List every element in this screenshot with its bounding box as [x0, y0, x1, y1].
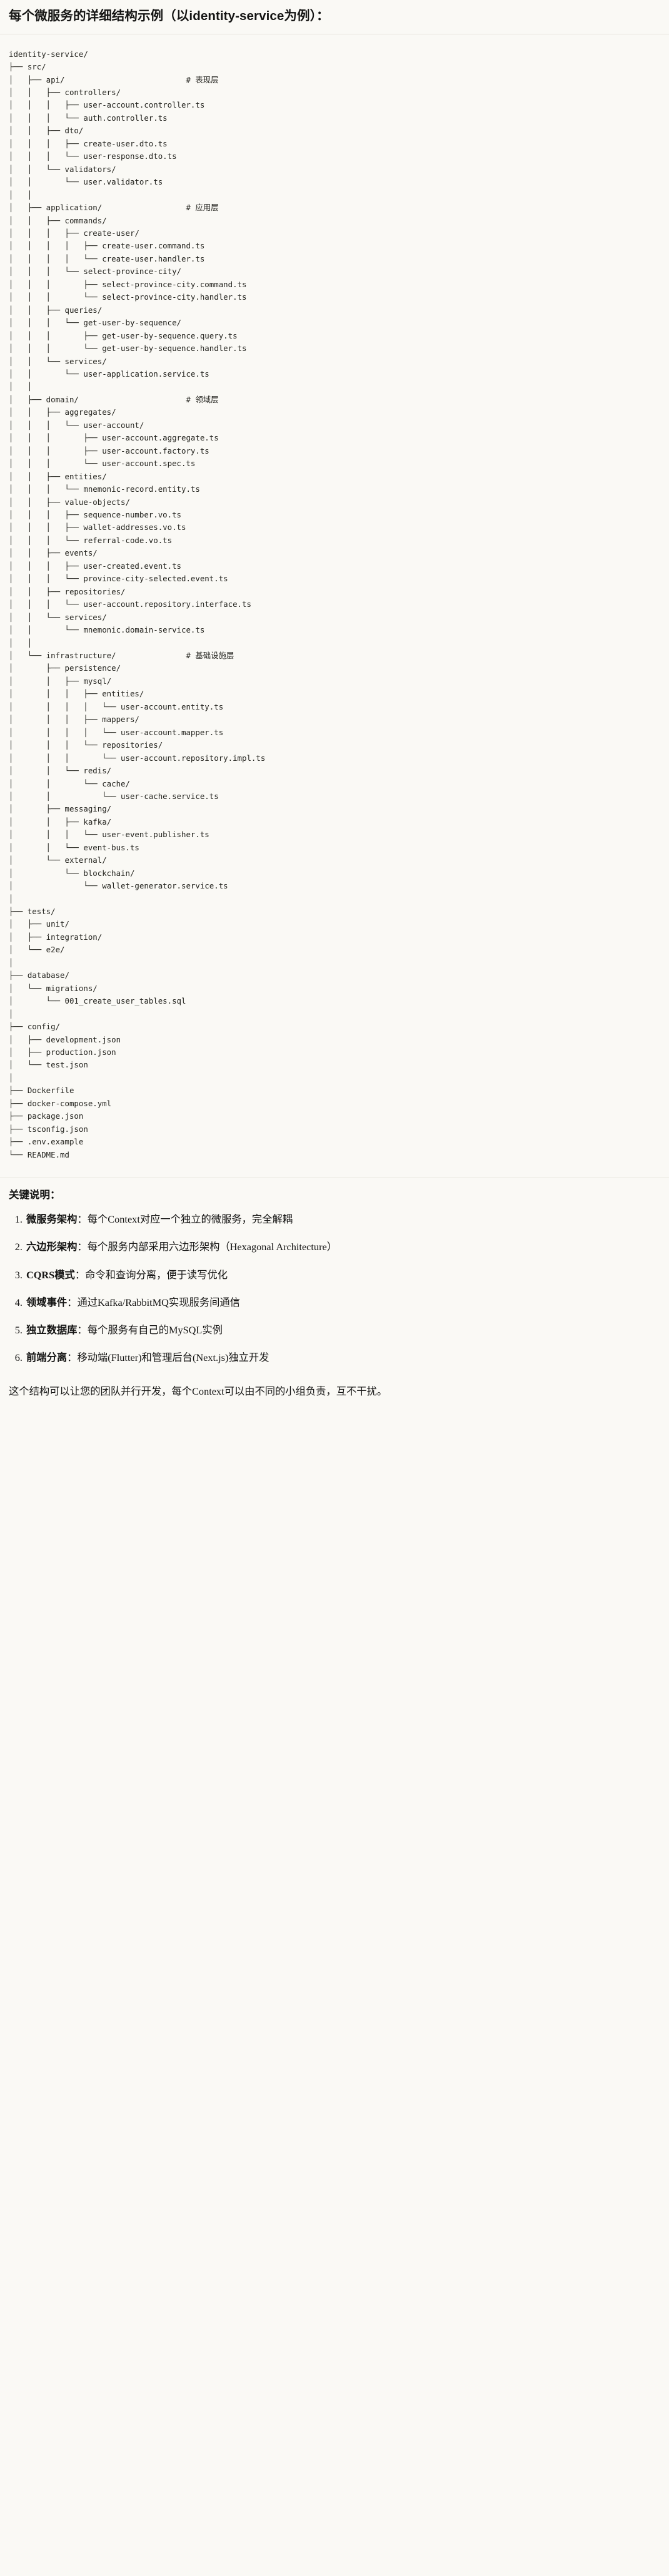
key-note-body: 移动端(Flutter)和管理后台(Next.js)独立开发: [77, 1352, 269, 1364]
closing-paragraph: 这个结构可以让您的团队并行开发，每个Context可以由不同的小组负责，互不干扰…: [9, 1385, 388, 1397]
page-title: 每个微服务的详细结构示例（以identity-service为例）：: [9, 9, 329, 23]
key-note-separator: ：: [77, 1213, 88, 1226]
key-notes-section: 关键说明： 微服务架构：每个Context对应一个独立的微服务，完全解耦六边形架…: [0, 1178, 669, 1372]
key-note-separator: ：: [77, 1241, 88, 1253]
key-note-body: 命令和查询分离，便于读写优化: [85, 1268, 228, 1281]
key-note-separator: ：: [67, 1296, 78, 1308]
key-note-term: 独立数据库: [26, 1324, 78, 1336]
key-note-body: 每个服务有自己的MySQL实例: [87, 1324, 223, 1336]
key-note-term: 前端分离: [26, 1352, 68, 1364]
key-note-term: CQRS模式: [26, 1268, 75, 1281]
key-note-term: 六边形架构: [26, 1241, 78, 1253]
document-page: 每个微服务的详细结构示例（以identity-service为例）： ident…: [0, 0, 669, 1410]
key-notes-list: 微服务架构：每个Context对应一个独立的微服务，完全解耦六边形架构：每个服务…: [9, 1211, 660, 1366]
key-note-body: 每个Context对应一个独立的微服务，完全解耦: [87, 1213, 293, 1226]
key-note-term: 领域事件: [26, 1296, 68, 1308]
key-note-item: 六边形架构：每个服务内部采用六边形架构（Hexagonal Architectu…: [25, 1239, 660, 1255]
key-note-item: CQRS模式：命令和查询分离，便于读写优化: [25, 1267, 660, 1283]
key-note-separator: ：: [74, 1268, 86, 1281]
key-note-separator: ：: [77, 1324, 88, 1336]
key-note-item: 领域事件：通过Kafka/RabbitMQ实现服务间通信: [25, 1295, 660, 1310]
key-note-separator: ：: [67, 1352, 78, 1364]
directory-tree-block: identity-service/ ├── src/ │ ├── api/ # …: [0, 34, 669, 1178]
key-note-body: 每个服务内部采用六边形架构（Hexagonal Architecture）: [87, 1241, 337, 1253]
key-note-item: 前端分离：移动端(Flutter)和管理后台(Next.js)独立开发: [25, 1350, 660, 1365]
key-note-item: 独立数据库：每个服务有自己的MySQL实例: [25, 1322, 660, 1338]
key-note-item: 微服务架构：每个Context对应一个独立的微服务，完全解耦: [25, 1211, 660, 1227]
directory-tree: identity-service/ ├── src/ │ ├── api/ # …: [9, 49, 266, 1159]
key-note-term: 微服务架构: [26, 1213, 78, 1226]
key-note-body: 通过Kafka/RabbitMQ实现服务间通信: [77, 1296, 240, 1308]
key-notes-title: 关键说明：: [9, 1189, 61, 1201]
